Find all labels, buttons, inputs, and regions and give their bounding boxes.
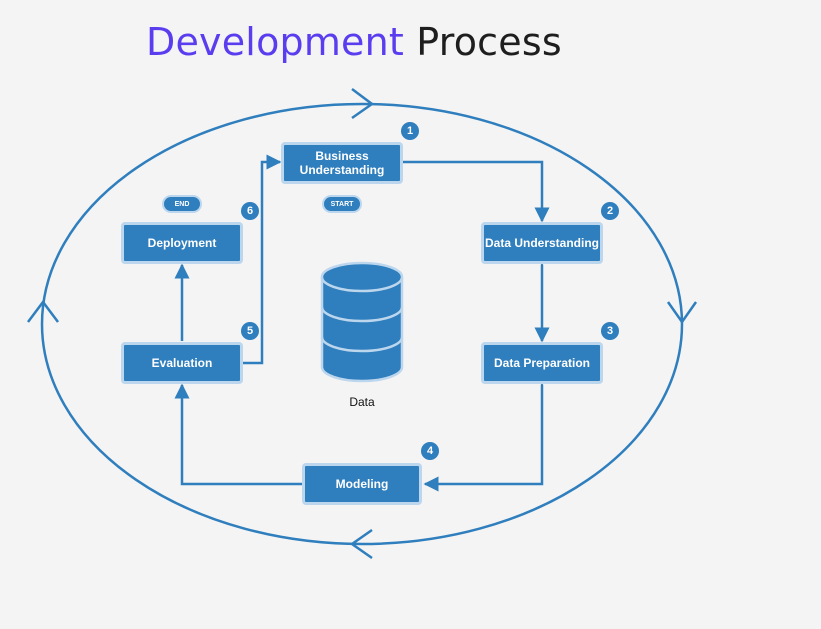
- node-deployment[interactable]: Deployment: [121, 222, 243, 264]
- step-badge-2: 2: [601, 202, 619, 220]
- title-part-process: Process: [416, 20, 562, 64]
- step-badge-3: 3: [601, 322, 619, 340]
- page-title: Development Process: [146, 16, 562, 68]
- connector-data-preparation-to-modeling: [423, 371, 550, 492]
- cycle-arrow-left-icon: [27, 299, 59, 323]
- node-data-understanding[interactable]: Data Understanding: [481, 222, 603, 264]
- cycle-arrow-right-icon: [666, 301, 698, 325]
- step-badge-6: 6: [241, 202, 259, 220]
- database-icon: [320, 261, 404, 383]
- connector-business-to-data-understanding: [389, 154, 550, 223]
- node-modeling[interactable]: Modeling: [302, 463, 422, 505]
- end-marker: END: [162, 195, 202, 213]
- start-marker: START: [322, 195, 362, 213]
- step-badge-5: 5: [241, 322, 259, 340]
- node-evaluation[interactable]: Evaluation: [121, 342, 243, 384]
- step-badge-4: 4: [421, 442, 439, 460]
- node-business-understanding[interactable]: Business Understanding: [281, 142, 403, 184]
- connector-modeling-to-evaluation: [174, 383, 302, 486]
- database-label: Data: [349, 395, 375, 409]
- cycle-arrow-bottom-icon: [349, 528, 373, 560]
- node-data-preparation[interactable]: Data Preparation: [481, 342, 603, 384]
- connector-evaluation-to-business: [243, 154, 282, 365]
- cycle-arrow-top-icon: [351, 88, 375, 120]
- title-part-development: Development: [146, 20, 405, 64]
- step-badge-1: 1: [401, 122, 419, 140]
